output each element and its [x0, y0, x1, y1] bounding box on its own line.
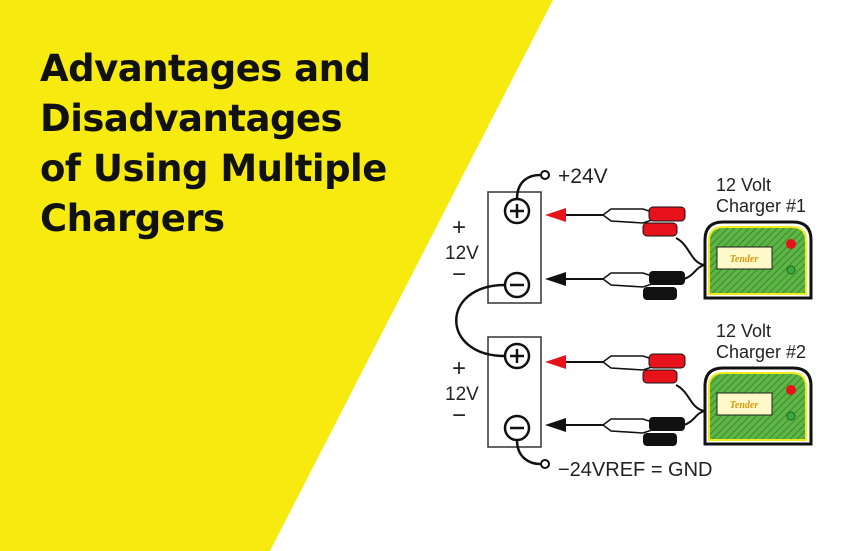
battery-plus-label: +: [452, 214, 466, 241]
red-clamp-icon: [602, 353, 686, 384]
red-clamp-icon: [602, 206, 686, 237]
black-clamp-icon: [602, 416, 686, 447]
black-arrow-icon: [545, 418, 566, 432]
charger-2-icon: [703, 366, 813, 446]
battery-minus-label: −: [452, 261, 466, 288]
red-arrow-icon: [545, 208, 566, 222]
charger-label: Charger #2: [716, 342, 806, 362]
battery-voltage-label: 12V: [445, 243, 479, 264]
battery-2: [487, 336, 542, 448]
black-arrow-icon: [545, 272, 566, 286]
charger-label: Charger #1: [716, 196, 806, 216]
series-cable: [455, 283, 506, 358]
title-line: Disadvantages: [40, 97, 343, 140]
negative-lead: [515, 439, 541, 466]
red-arrow-icon: [545, 355, 566, 369]
title-line: Advantages and: [40, 47, 371, 90]
charger-label: 12 Volt: [716, 321, 771, 341]
battery-plus-label: +: [452, 355, 466, 382]
positive-lead: [515, 173, 541, 200]
battery-minus-label: −: [452, 402, 466, 429]
title-line: Chargers: [40, 197, 225, 240]
top-terminal-label: +24V: [558, 165, 608, 188]
page-title: Advantages and Disadvantages of Using Mu…: [40, 44, 387, 244]
title-line: of Using Multiple: [40, 147, 387, 190]
charger-label: 12 Volt: [716, 175, 771, 195]
battery-voltage-label: 12V: [445, 384, 479, 405]
bottom-terminal-label: −24VREF = GND: [558, 459, 713, 481]
charger-1-icon: [703, 220, 813, 300]
black-clamp-icon: [602, 270, 686, 301]
